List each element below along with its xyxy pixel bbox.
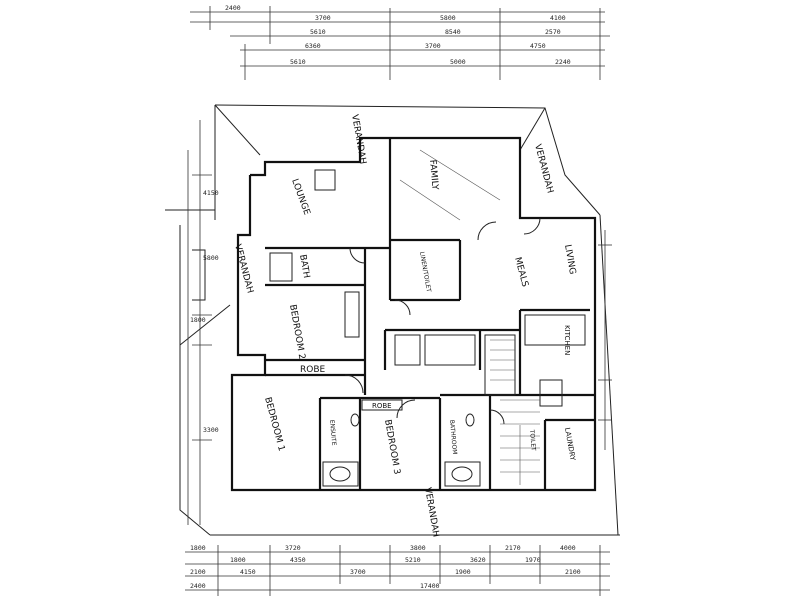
dim-bottom-1d: 2170 — [505, 544, 521, 552]
room-label-meals: MEALS — [512, 256, 530, 288]
dim-top-3a: 6360 — [305, 42, 321, 50]
dim-left-4: 3300 — [203, 426, 219, 434]
dim-top-2b: 8540 — [445, 28, 461, 36]
room-label-ensuite: ENSUITE — [328, 420, 337, 446]
dim-bottom-4a: 2400 — [190, 582, 206, 590]
dim-bottom-1a: 1800 — [190, 544, 206, 552]
dim-bottom-2a: 1800 — [230, 556, 246, 564]
fixtures — [269, 169, 586, 487]
dim-top-1c: 5800 — [440, 14, 456, 22]
dim-top-1a: 2400 — [225, 4, 241, 12]
room-label-robe1: ROBE — [300, 365, 326, 375]
dim-top-4b: 5000 — [450, 58, 466, 66]
dim-top-3c: 4750 — [530, 42, 546, 50]
room-label-bedroom2: BEDROOM 2 — [287, 304, 306, 360]
verandah-label-bottom: VERANDAH — [422, 487, 441, 538]
dim-bottom-2b: 4350 — [290, 556, 306, 564]
dim-top-4a: 5610 — [290, 58, 306, 66]
room-label-toilet: TOILET — [528, 429, 537, 452]
dim-top-3b: 3700 — [425, 42, 441, 50]
dim-bottom-2c: 5210 — [405, 556, 421, 564]
dim-bottom-3c: 3700 — [350, 568, 366, 576]
dim-bottom-3a: 2100 — [190, 568, 206, 576]
left-dimension-lines: 4150 5800 1800 3300 — [187, 120, 219, 525]
dim-left-1: 4150 — [203, 189, 219, 197]
dim-bottom-1e: 4000 — [560, 544, 576, 552]
roof-outline — [165, 104, 620, 536]
room-label-linen: LINEN/TOILET — [418, 251, 432, 293]
exterior-walls — [230, 136, 597, 492]
room-label-family: FAMILY — [427, 159, 440, 191]
verandah-label-top: VERANDAH — [349, 114, 368, 165]
top-dimension-lines: 2400 3700 5800 4100 5610 8540 2570 6360 … — [190, 4, 610, 80]
room-label-bedroom1: BEDROOM 1 — [262, 396, 286, 452]
dim-top-2a: 5610 — [310, 28, 326, 36]
dim-bottom-2e: 1970 — [525, 556, 541, 564]
dim-bottom-2d: 3620 — [470, 556, 486, 564]
right-side-markings — [598, 230, 612, 450]
room-label-robe2: ROBE — [372, 402, 392, 410]
room-label-bedroom3: BEDROOM 3 — [382, 419, 401, 475]
room-label-living: LIVING — [562, 244, 577, 275]
interior-walls — [265, 138, 595, 490]
verandah-label-right: VERANDAH — [532, 143, 555, 194]
room-labels: LOUNGE FAMILY MEALS LIVING BATH LINEN/TO… — [262, 159, 577, 475]
tile-hatching — [399, 149, 540, 485]
dim-bottom-4b: 17400 — [420, 582, 440, 590]
room-label-kitchen: KITCHEN — [563, 325, 571, 355]
dim-bottom-1c: 3800 — [410, 544, 426, 552]
dim-left-2: 5800 — [203, 254, 219, 262]
dim-top-4c: 2240 — [555, 58, 571, 66]
dim-bottom-1b: 3720 — [285, 544, 301, 552]
dim-bottom-3e: 2100 — [565, 568, 581, 576]
dim-bottom-3b: 4150 — [240, 568, 256, 576]
verandah-label-left: VERANDAH — [232, 243, 255, 294]
room-label-bath: BATH — [297, 254, 311, 279]
dim-top-2c: 2570 — [545, 28, 561, 36]
dim-top-1d: 4100 — [550, 14, 566, 22]
room-label-laundry: LAUNDRY — [563, 427, 577, 462]
dim-left-3: 1800 — [190, 316, 206, 324]
room-label-lounge: LOUNGE — [289, 178, 311, 217]
room-label-bathroom: BATHROOM — [448, 420, 458, 455]
dim-top-1b: 3700 — [315, 14, 331, 22]
dim-bottom-3d: 1900 — [455, 568, 471, 576]
bottom-dimension-lines: 1800 3720 3800 2170 4000 1800 4350 5210 … — [185, 544, 610, 596]
